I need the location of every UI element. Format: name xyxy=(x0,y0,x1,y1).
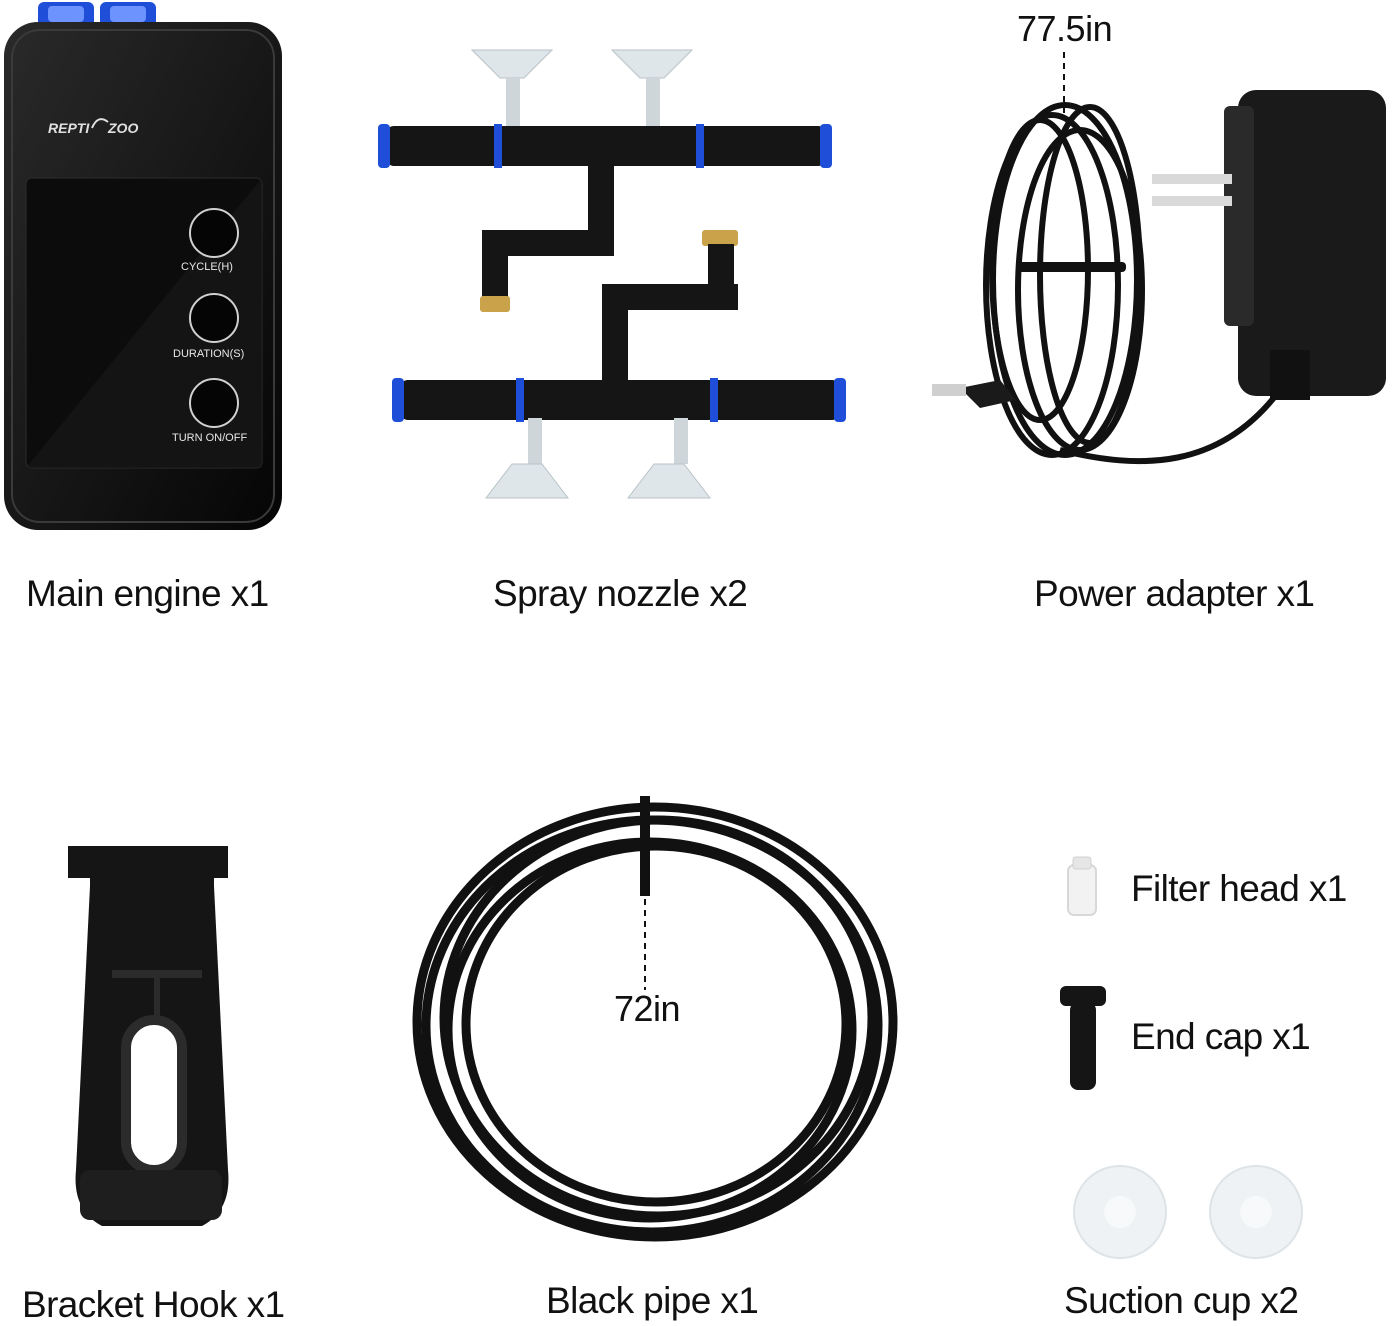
end-cap-image xyxy=(1060,986,1106,1090)
svg-text:ZOO: ZOO xyxy=(107,120,138,136)
main-engine-label: Main engine x1 xyxy=(26,573,269,614)
suction-cups-image xyxy=(1073,1165,1303,1259)
cycle-button-label: CYCLE(H) xyxy=(181,261,233,273)
spray-nozzle-image xyxy=(378,49,846,499)
cycle-button xyxy=(189,208,239,258)
main-engine-image: REPTI ZOO CYCLE(H) DURATION(S) TURN ON/O… xyxy=(4,2,282,530)
suction-cup-label: Suction cup x2 xyxy=(1064,1280,1299,1321)
cord-length-label: 77.5in xyxy=(1017,8,1113,49)
power-button-label: TURN ON/OFF xyxy=(172,432,247,444)
duration-button-label: DURATION(S) xyxy=(173,348,244,360)
filter-head-image xyxy=(1067,856,1097,916)
power-adapter-label: Power adapter x1 xyxy=(1034,573,1315,614)
lower-nozzle-assembly xyxy=(392,230,846,499)
power-button xyxy=(189,378,239,428)
spray-nozzle-label: Spray nozzle x2 xyxy=(493,573,748,614)
bracket-hook-image xyxy=(68,846,229,1226)
brand-logo: REPTI ZOO xyxy=(48,118,138,136)
black-pipe-label: Black pipe x1 xyxy=(546,1280,759,1321)
svg-text:REPTI: REPTI xyxy=(48,120,90,136)
duration-button xyxy=(189,293,239,343)
pipe-length-label: 72in xyxy=(614,988,681,1029)
upper-nozzle-assembly xyxy=(378,49,832,312)
black-pipe-image xyxy=(412,796,898,1242)
filter-head-label: Filter head x1 xyxy=(1131,868,1347,909)
power-adapter-image xyxy=(932,52,1386,465)
end-cap-label: End cap x1 xyxy=(1131,1016,1311,1057)
bracket-hook-label: Bracket Hook x1 xyxy=(22,1284,285,1325)
